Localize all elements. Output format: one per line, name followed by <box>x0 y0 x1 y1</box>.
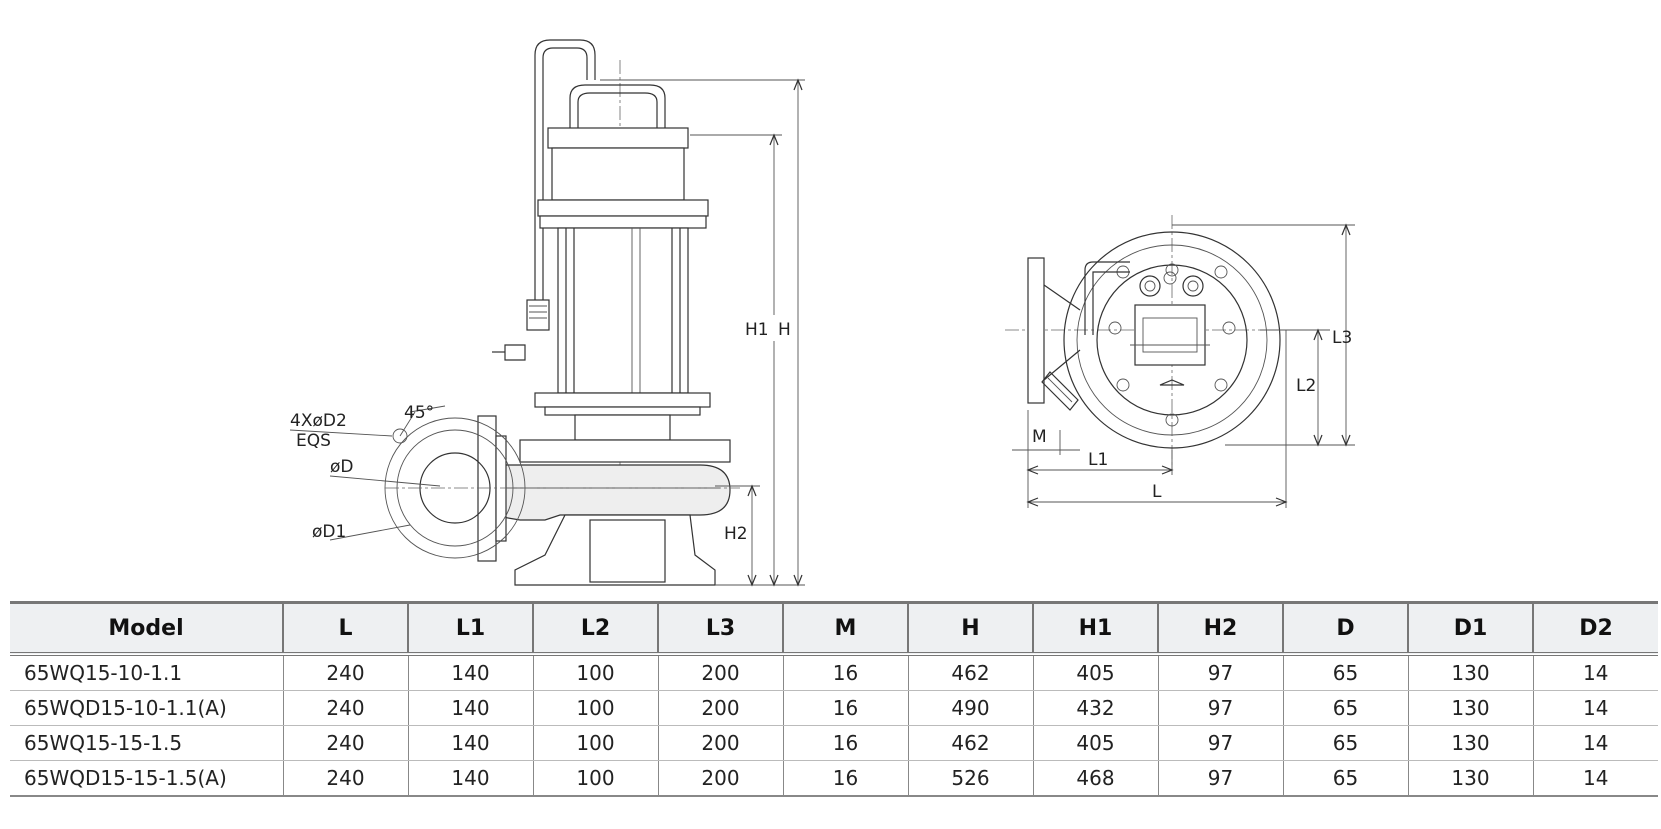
table-cell: 130 <box>1407 654 1533 691</box>
table-cell: 97 <box>1157 725 1283 761</box>
table-cell: 490 <box>907 690 1033 726</box>
cell-model: 65WQD15-10-1.1(A) <box>10 690 283 726</box>
table-header-row: Model L L1 L2 L3 M H H1 H2 D D1 D2 <box>10 601 1658 656</box>
dimensions-table-container: Model L L1 L2 L3 M H H1 H2 D D1 D2 65WQ1… <box>10 601 1658 797</box>
cell-model: 65WQ15-10-1.1 <box>10 654 283 691</box>
header-l2: L2 <box>532 601 658 656</box>
label-eqs: EQS <box>296 431 331 451</box>
header-l3: L3 <box>657 601 783 656</box>
header-h: H <box>907 601 1033 656</box>
table-cell: 140 <box>407 725 533 761</box>
table-cell: 100 <box>532 725 658 761</box>
table-cell: 526 <box>907 760 1033 797</box>
table-cell: 16 <box>782 654 908 691</box>
table-row: 65WQ15-15-1.5 240 140 100 200 16 462 405… <box>10 725 1658 761</box>
table-cell: 462 <box>907 654 1033 691</box>
label-l: L <box>1152 482 1162 502</box>
table-cell: 405 <box>1032 654 1158 691</box>
table-cell: 100 <box>532 690 658 726</box>
pump-top-view: L3 L2 M L1 L <box>1005 215 1355 508</box>
table-cell: 405 <box>1032 725 1158 761</box>
table-cell: 14 <box>1532 654 1658 691</box>
table-cell: 240 <box>282 725 408 761</box>
table-cell: 200 <box>657 690 783 726</box>
header-m: M <box>782 601 908 656</box>
header-l: L <box>282 601 408 656</box>
header-l1: L1 <box>407 601 533 656</box>
table-cell: 462 <box>907 725 1033 761</box>
table-cell: 140 <box>407 654 533 691</box>
table-cell: 97 <box>1157 654 1283 691</box>
header-h1: H1 <box>1032 601 1158 656</box>
label-dia-d: øD <box>330 457 354 477</box>
table-cell: 200 <box>657 654 783 691</box>
table-cell: 240 <box>282 690 408 726</box>
table-cell: 130 <box>1407 725 1533 761</box>
label-l3: L3 <box>1332 328 1352 348</box>
header-d1: D1 <box>1407 601 1533 656</box>
table-cell: 200 <box>657 725 783 761</box>
pump-dimension-drawing: 4XøD2 EQS 45° øD øD1 H1 H H2 <box>289 39 1355 587</box>
table-cell: 16 <box>782 725 908 761</box>
cell-model: 65WQD15-15-1.5(A) <box>10 760 283 797</box>
table-cell: 240 <box>282 654 408 691</box>
table-cell: 14 <box>1532 690 1658 726</box>
table-cell: 65 <box>1282 690 1408 726</box>
pump-side-view: 4XøD2 EQS 45° øD øD1 H1 H H2 <box>289 39 805 587</box>
table-cell: 65 <box>1282 654 1408 691</box>
table-cell: 14 <box>1532 725 1658 761</box>
table-row: 65WQD15-15-1.5(A) 240 140 100 200 16 526… <box>10 760 1658 797</box>
table-cell: 140 <box>407 760 533 797</box>
label-h2: H2 <box>724 524 748 544</box>
table-cell: 100 <box>532 760 658 797</box>
table-cell: 16 <box>782 690 908 726</box>
cell-model: 65WQ15-15-1.5 <box>10 725 283 761</box>
table-row: 65WQ15-10-1.1 240 140 100 200 16 462 405… <box>10 654 1658 691</box>
table-row: 65WQD15-10-1.1(A) 240 140 100 200 16 490… <box>10 690 1658 726</box>
table-cell: 65 <box>1282 760 1408 797</box>
table-cell: 130 <box>1407 760 1533 797</box>
dimensions-table: Model L L1 L2 L3 M H H1 H2 D D1 D2 65WQ1… <box>10 601 1658 797</box>
label-h1: H1 <box>745 320 769 340</box>
table-cell: 100 <box>532 654 658 691</box>
label-m: M <box>1032 427 1047 447</box>
table-cell: 97 <box>1157 690 1283 726</box>
table-cell: 140 <box>407 690 533 726</box>
table-cell: 16 <box>782 760 908 797</box>
label-dia-d1: øD1 <box>312 522 346 542</box>
header-model: Model <box>10 601 283 656</box>
table-cell: 130 <box>1407 690 1533 726</box>
table-cell: 432 <box>1032 690 1158 726</box>
label-angle: 45° <box>404 403 434 423</box>
table-cell: 200 <box>657 760 783 797</box>
header-d2: D2 <box>1532 601 1658 656</box>
header-h2: H2 <box>1157 601 1283 656</box>
table-cell: 240 <box>282 760 408 797</box>
table-cell: 14 <box>1532 760 1658 797</box>
header-d: D <box>1282 601 1408 656</box>
table-cell: 65 <box>1282 725 1408 761</box>
table-cell: 97 <box>1157 760 1283 797</box>
label-l1: L1 <box>1088 450 1108 470</box>
label-h: H <box>778 320 791 340</box>
label-l2: L2 <box>1296 376 1316 396</box>
table-cell: 468 <box>1032 760 1158 797</box>
label-flange-holes: 4XøD2 <box>290 411 347 431</box>
